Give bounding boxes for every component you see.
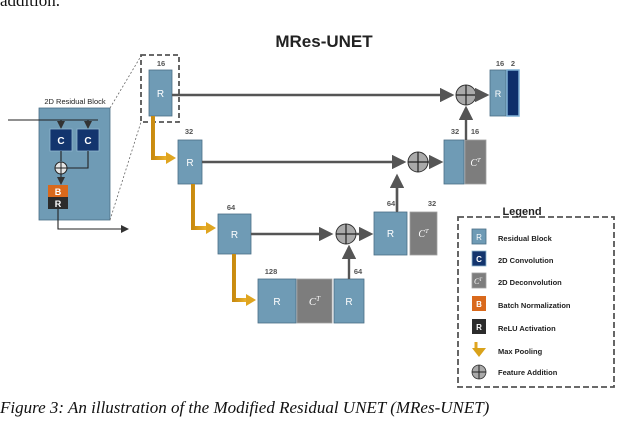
up3-deconv-channels: 16: [471, 127, 479, 136]
up2-residual-block: [373, 211, 408, 256]
legend-add-icon: [471, 364, 487, 380]
legend-maxpool-icon: [472, 342, 486, 357]
bottleneck-residual-label: R: [273, 297, 280, 308]
legend-residual-glyph: R: [476, 233, 482, 242]
inset-relu-block: [48, 197, 68, 209]
out-final-block: [506, 69, 520, 117]
legend-bn-swatch: [472, 296, 486, 311]
inset-conv-label-1: C: [57, 136, 64, 147]
legend-relu-label: ReLU Activation: [498, 324, 556, 333]
level2-residual-label: R: [186, 158, 193, 169]
inset-add-icon: [54, 161, 68, 175]
legend-conv-label: 2D Convolution: [498, 256, 554, 265]
out-residual-label: R: [495, 89, 502, 99]
zoom-line-top: [109, 55, 142, 109]
residual-block-inset: 2D Residual Block C C B R: [8, 97, 129, 233]
inset-bn-label: B: [55, 187, 62, 197]
level1-channels: 16: [157, 59, 165, 68]
up2-residual-label: R: [387, 229, 394, 240]
residual-block-title: 2D Residual Block: [44, 97, 106, 106]
legend-deconv-glyph: CT: [474, 277, 483, 286]
up3-residual-block: [443, 139, 465, 185]
up2-deconv-block: [409, 211, 438, 256]
legend-add-label: Feature Addition: [498, 368, 558, 377]
up3-residual-channels: 32: [451, 127, 459, 136]
legend-relu-swatch: [472, 319, 486, 334]
up2-deconv-channels: 32: [428, 199, 436, 208]
bottleneck-deconv-label: CT: [309, 295, 321, 308]
out-final-channels: 2: [511, 59, 515, 68]
up1-residual-label: R: [345, 297, 352, 308]
legend-title: Legend: [502, 206, 541, 218]
level1-residual-label: R: [157, 89, 164, 100]
level1-residual-block: [148, 69, 173, 117]
add-icon-level3: [335, 223, 357, 245]
legend-residual-label: Residual Block: [498, 234, 553, 243]
inset-output-line: [57, 209, 129, 233]
legend-bn-label: Batch Normalization: [498, 301, 571, 310]
legend-conv-swatch: [471, 250, 487, 267]
up2-to-add2-connector: [397, 162, 406, 212]
max-pooling-arrow-3: [232, 254, 256, 306]
up2-deconv-label: CT: [418, 228, 429, 240]
level2-channels: 32: [185, 127, 193, 136]
legend: Legend R Residual Block C 2D Convolution…: [457, 206, 615, 388]
legend-residual-swatch: [471, 228, 487, 245]
bottleneck-channels: 128: [265, 267, 278, 276]
add-icon-level2: [407, 151, 429, 173]
level2-residual-block: [177, 139, 203, 185]
inset-conv2-to-add-line: [67, 151, 89, 169]
max-pooling-arrow-1: [151, 116, 176, 164]
up3-deconv-label: CT: [470, 157, 481, 169]
level3-residual-label: R: [231, 230, 238, 241]
legend-relu-glyph: R: [476, 323, 482, 332]
legend-deconv-swatch: [471, 272, 487, 289]
inset-relu-label: R: [55, 199, 62, 209]
add-icon-level1: [455, 84, 477, 106]
inset-bn-block: [48, 185, 68, 197]
up2-residual-channels: 64: [387, 199, 396, 208]
top-text-fragment: addition.: [0, 0, 60, 10]
max-pooling-arrow-2: [191, 184, 216, 234]
zoom-line-bottom: [109, 121, 142, 221]
inset-conv-label-2: C: [84, 136, 91, 147]
bottleneck-residual-block: [257, 278, 297, 324]
legend-deconv-label: 2D Deconvolution: [498, 278, 562, 287]
legend-conv-glyph: C: [476, 255, 482, 264]
out-residual-channels: 16: [496, 59, 504, 68]
level3-channels: 64: [227, 203, 236, 212]
figure-caption: Figure 3: An illustration of the Modifie…: [0, 398, 490, 417]
bottleneck-deconv-block: [296, 278, 333, 324]
out-residual-block: [489, 69, 507, 117]
up3-deconv-block: [464, 139, 487, 185]
up1-channels: 64: [354, 267, 363, 276]
legend-maxpool-label: Max Pooling: [498, 347, 543, 356]
legend-bn-glyph: B: [476, 300, 482, 309]
diagram-title: MRes-UNET: [275, 32, 373, 51]
level1-highlight-box: [140, 54, 180, 123]
